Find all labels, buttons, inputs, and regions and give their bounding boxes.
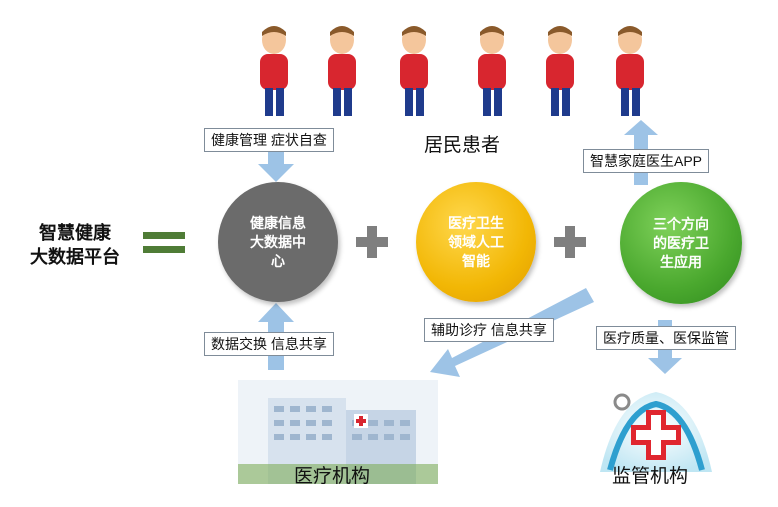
residents-illustration — [260, 26, 644, 116]
regulatory-institution-label: 监管机构 — [612, 466, 689, 487]
medical-institution-label: 医疗机构 — [294, 466, 371, 487]
person-icon — [328, 26, 356, 116]
platform-title-line1: 智慧健康 — [39, 223, 111, 243]
hub-medical-ai: 医疗卫生 领域人工 智能 — [416, 182, 536, 302]
label-quality-supervision: 医疗质量、医保监管 — [596, 326, 736, 350]
person-icon — [260, 26, 288, 116]
label-health-management: 健康管理 症状自查 — [204, 128, 334, 152]
red-cross-icon — [354, 414, 368, 428]
hub-health-data-center: 健康信息 大数据中 心 — [218, 182, 338, 302]
person-icon — [546, 26, 574, 116]
medical-cross-icon — [631, 410, 681, 460]
label-data-exchange: 数据交换 信息共享 — [204, 332, 334, 356]
person-icon — [478, 26, 506, 116]
label-aux-diagnosis: 辅助诊疗 信息共享 — [424, 318, 554, 342]
residents-label: 居民患者 — [424, 135, 501, 156]
regulator-illustration — [600, 392, 712, 472]
hub-three-applications: 三个方向 的医疗卫 生应用 — [620, 182, 742, 304]
platform-title: 智慧健康 大数据平台 — [20, 221, 130, 269]
label-smart-app: 智慧家庭医生APP — [583, 149, 710, 173]
plus-icon — [356, 226, 388, 258]
stethoscope-icon — [613, 393, 631, 411]
plus-icon — [554, 226, 586, 258]
equals-icon — [143, 232, 185, 254]
hospital-illustration — [238, 380, 438, 484]
platform-title-line2: 大数据平台 — [30, 247, 120, 267]
person-icon — [400, 26, 428, 116]
person-icon — [616, 26, 644, 116]
